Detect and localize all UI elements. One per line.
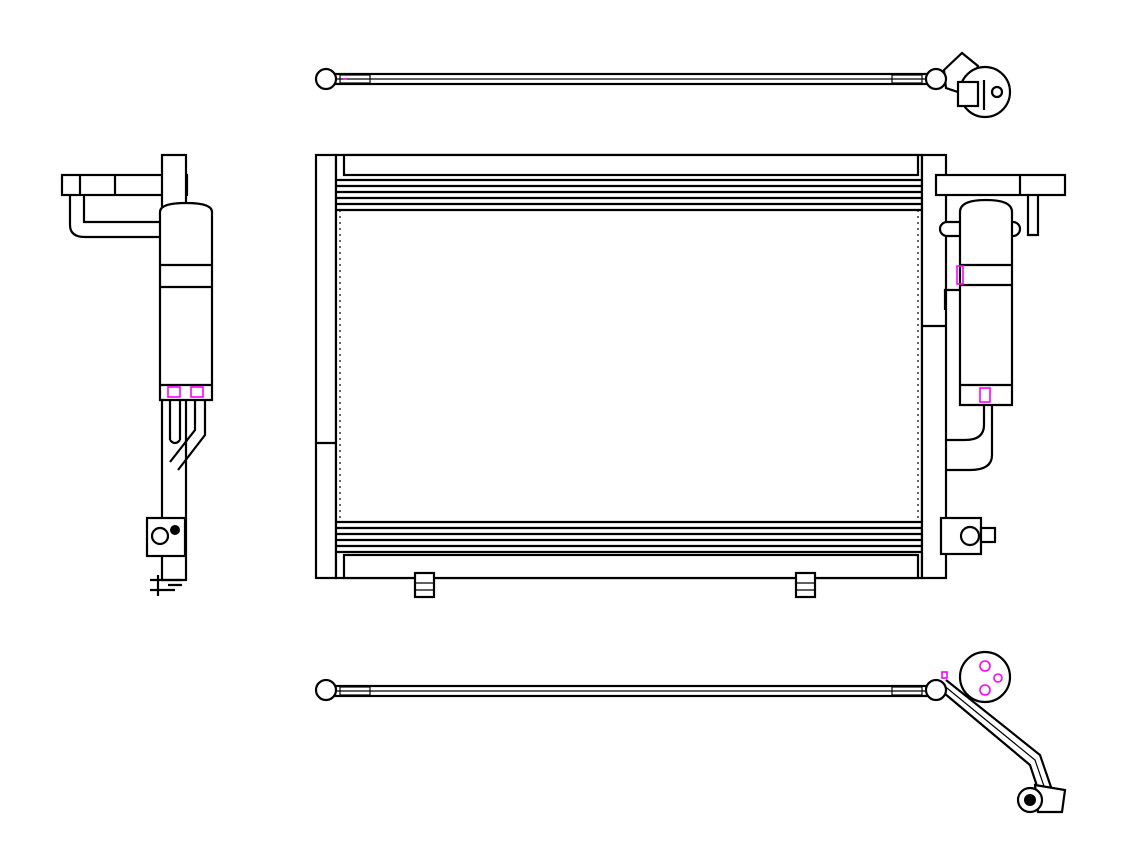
bottom-view (314, 650, 1067, 814)
top-view (314, 51, 1012, 119)
bottom-tubes (336, 520, 922, 554)
top-tubes (336, 178, 922, 212)
front-view (314, 153, 1067, 599)
left-side-view (60, 153, 214, 596)
